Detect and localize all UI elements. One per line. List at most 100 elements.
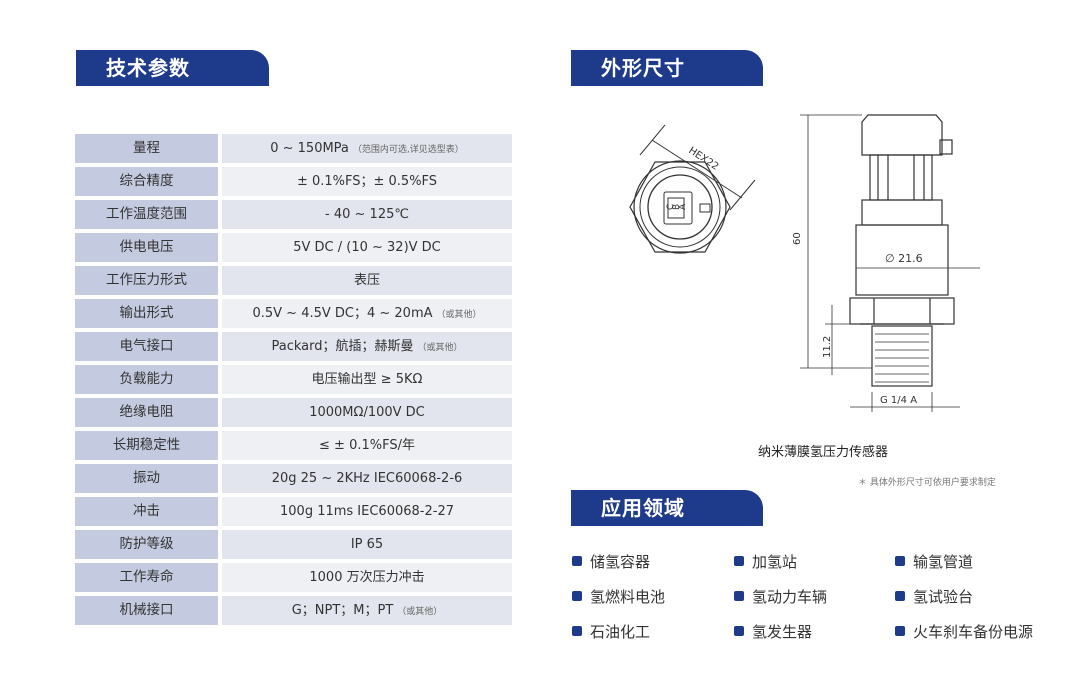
spec-value: ± 0.1%FS；± 0.5%FS bbox=[222, 167, 512, 196]
spec-value: - 40 ~ 125℃ bbox=[222, 200, 512, 229]
application-item: 石油化工 bbox=[572, 621, 650, 642]
applications-section-header: 应用领域 bbox=[571, 490, 763, 526]
height-dimension-label: 60 bbox=[792, 232, 803, 245]
spec-row: 冲击 100g 11ms IEC60068-2-27 bbox=[75, 497, 512, 526]
spec-label: 综合精度 bbox=[75, 167, 218, 196]
spec-value: IP 65 bbox=[222, 530, 512, 559]
spec-value: 0.5V ~ 4.5V DC；4 ~ 20mA（或其他） bbox=[222, 299, 512, 328]
spec-label: 振动 bbox=[75, 464, 218, 493]
spec-value: 1000MΩ/100V DC bbox=[222, 398, 512, 427]
application-label: 加氢站 bbox=[752, 553, 798, 571]
connector-pin-a: A bbox=[678, 203, 688, 210]
square-bullet-icon bbox=[572, 591, 582, 601]
application-item: 加氢站 bbox=[734, 551, 797, 572]
spec-value-text: Packard；航插；赫斯曼 bbox=[271, 339, 414, 354]
application-item: 氢试验台 bbox=[895, 586, 973, 607]
application-item: 输氢管道 bbox=[895, 551, 973, 572]
square-bullet-icon bbox=[895, 591, 905, 601]
spec-value-text: - 40 ~ 125℃ bbox=[325, 207, 409, 222]
spec-value-text: 表压 bbox=[353, 273, 380, 288]
application-label: 石油化工 bbox=[590, 623, 651, 641]
spec-label: 冲击 bbox=[75, 497, 218, 526]
spec-value: 0 ~ 150MPa（范围内可选,详见选型表） bbox=[222, 134, 512, 163]
spec-label: 输出形式 bbox=[75, 299, 218, 328]
specs-section-header: 技术参数 bbox=[76, 50, 269, 86]
spec-row: 综合精度 ± 0.1%FS；± 0.5%FS bbox=[75, 167, 512, 196]
connector-pin-b: B bbox=[672, 204, 682, 210]
spec-value: 100g 11ms IEC60068-2-27 bbox=[222, 497, 512, 526]
spec-value-note: （范围内可选,详见选型表） bbox=[352, 145, 464, 155]
spec-row: 工作压力形式 表压 bbox=[75, 266, 512, 295]
spec-value: Packard；航插；赫斯曼（或其他） bbox=[222, 332, 512, 361]
application-item: 火车刹车备份电源 bbox=[895, 621, 1033, 642]
square-bullet-icon bbox=[734, 626, 744, 636]
spec-label: 负载能力 bbox=[75, 365, 218, 394]
spec-row: 振动 20g 25 ~ 2KHz IEC60068-2-6 bbox=[75, 464, 512, 493]
spec-value-text: 5V DC / (10 ~ 32)V DC bbox=[293, 240, 441, 255]
spec-value: 电压输出型 ≥ 5KΩ bbox=[222, 365, 512, 394]
spec-row: 负载能力 电压输出型 ≥ 5KΩ bbox=[75, 365, 512, 394]
spec-row: 工作温度范围 - 40 ~ 125℃ bbox=[75, 200, 512, 229]
spec-value-text: G；NPT；M；PT bbox=[291, 603, 394, 618]
square-bullet-icon bbox=[895, 626, 905, 636]
square-bullet-icon bbox=[895, 556, 905, 566]
spec-label: 机械接口 bbox=[75, 596, 218, 625]
dimension-footnote: ＊ 具体外形尺寸可依用户要求制定 bbox=[858, 478, 996, 488]
spec-label: 量程 bbox=[75, 134, 218, 163]
square-bullet-icon bbox=[734, 556, 744, 566]
spec-label: 长期稳定性 bbox=[75, 431, 218, 460]
application-label: 储氢容器 bbox=[590, 553, 651, 571]
square-bullet-icon bbox=[734, 591, 744, 601]
spec-row: 机械接口 G；NPT；M；PT（或其他） bbox=[75, 596, 512, 625]
spec-row: 防护等级 IP 65 bbox=[75, 530, 512, 559]
spec-value: ≤ ± 0.1%FS/年 bbox=[222, 431, 512, 460]
spec-value-text: 100g 11ms IEC60068-2-27 bbox=[280, 504, 454, 519]
application-label: 氢试验台 bbox=[913, 588, 974, 606]
application-label: 氢发生器 bbox=[752, 623, 813, 641]
application-item: 氢动力车辆 bbox=[734, 586, 827, 607]
spec-value-text: ≤ ± 0.1%FS/年 bbox=[319, 438, 415, 453]
application-label: 氢动力车辆 bbox=[752, 588, 828, 606]
spec-value-note: （或其他） bbox=[417, 343, 463, 353]
spec-value-text: 1000MΩ/100V DC bbox=[309, 405, 425, 420]
application-item: 氢发生器 bbox=[734, 621, 812, 642]
spec-row: 绝缘电阻 1000MΩ/100V DC bbox=[75, 398, 512, 427]
application-label: 火车刹车备份电源 bbox=[913, 623, 1034, 641]
spec-label: 防护等级 bbox=[75, 530, 218, 559]
thread-length-label: 11.2 bbox=[822, 336, 833, 358]
spec-value: 20g 25 ~ 2KHz IEC60068-2-6 bbox=[222, 464, 512, 493]
connector-pin-c: C bbox=[666, 204, 676, 210]
application-label: 输氢管道 bbox=[913, 553, 974, 571]
spec-value-note: （或其他） bbox=[397, 607, 443, 617]
application-item: 储氢容器 bbox=[572, 551, 650, 572]
diameter-label: ∅ 21.6 bbox=[885, 252, 923, 265]
drawing-caption: 纳米薄膜氢压力传感器 bbox=[758, 445, 889, 460]
spec-value-text: 20g 25 ~ 2KHz IEC60068-2-6 bbox=[271, 471, 463, 486]
spec-label: 绝缘电阻 bbox=[75, 398, 218, 427]
spec-label: 工作压力形式 bbox=[75, 266, 218, 295]
spec-value: 表压 bbox=[222, 266, 512, 295]
spec-value-text: 0.5V ~ 4.5V DC；4 ~ 20mA bbox=[252, 306, 433, 321]
application-item: 氢燃料电池 bbox=[572, 586, 665, 607]
dimensions-section-header: 外形尺寸 bbox=[571, 50, 763, 86]
spec-label: 电气接口 bbox=[75, 332, 218, 361]
spec-value-text: ± 0.1%FS；± 0.5%FS bbox=[296, 174, 438, 189]
spec-value-note: （或其他） bbox=[436, 310, 482, 320]
spec-value-text: 电压输出型 ≥ 5KΩ bbox=[311, 372, 423, 387]
spec-value: 5V DC / (10 ~ 32)V DC bbox=[222, 233, 512, 262]
dimension-drawing: HEX22 C B A bbox=[629, 114, 980, 412]
spec-label: 工作温度范围 bbox=[75, 200, 218, 229]
square-bullet-icon bbox=[572, 626, 582, 636]
spec-value-text: IP 65 bbox=[350, 537, 384, 552]
thread-spec-label: G 1/4 A bbox=[880, 395, 917, 406]
spec-row: 长期稳定性 ≤ ± 0.1%FS/年 bbox=[75, 431, 512, 460]
square-bullet-icon bbox=[572, 556, 582, 566]
application-label: 氢燃料电池 bbox=[590, 588, 666, 606]
spec-value-text: 0 ~ 150MPa bbox=[270, 141, 349, 156]
